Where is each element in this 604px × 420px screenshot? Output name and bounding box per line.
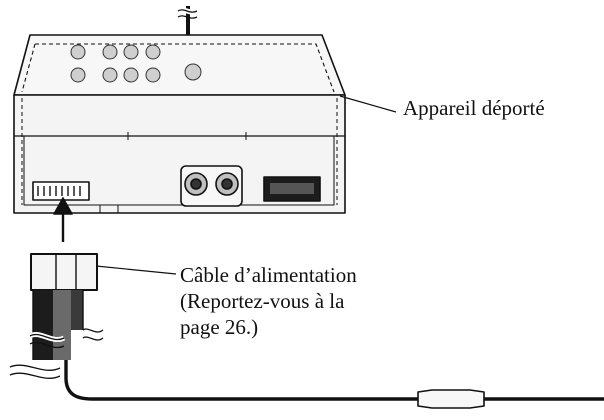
- top-wire: [176, 6, 199, 36]
- cable-label: Câble d’alimentation (Reportez-vous à la…: [180, 262, 357, 340]
- vent-holes: [70, 44, 202, 83]
- vent-row-top: [70, 44, 161, 60]
- rca-jacks: [180, 165, 243, 207]
- cable-label-line-1: Câble d’alimentation: [180, 263, 357, 287]
- unit-leader-line: [339, 95, 397, 113]
- power-plug: [28, 253, 104, 360]
- remote-unit: [13, 34, 346, 214]
- insert-arrow: [53, 197, 73, 242]
- power-socket: [32, 181, 90, 201]
- data-connector: [263, 176, 321, 202]
- power-wire: [9, 360, 604, 409]
- unit-label-text: Appareil déporté: [403, 96, 545, 120]
- cable-label-line-2: (Reportez-vous à la: [180, 289, 345, 313]
- cable-label-line-3: page 26.): [180, 315, 259, 339]
- cable-leader-line: [95, 265, 177, 275]
- unit-label: Appareil déporté: [403, 95, 545, 121]
- vent-row-bottom: [70, 63, 202, 83]
